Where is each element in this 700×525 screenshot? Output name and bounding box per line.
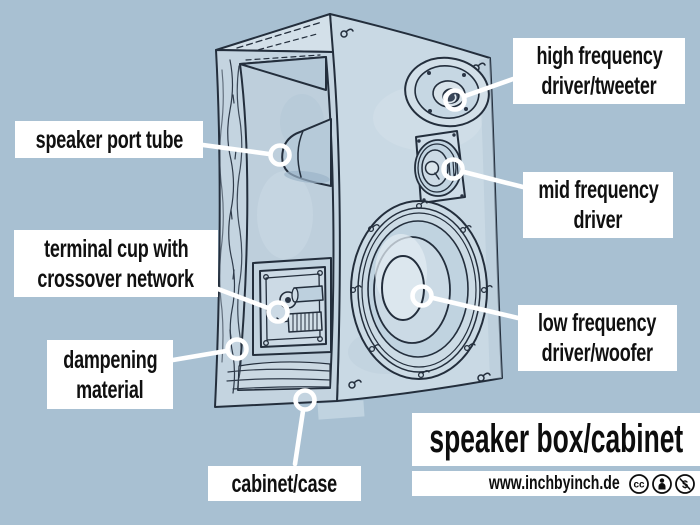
leader-ring-terminal-cup [266, 300, 290, 324]
diagram-title: speaker box/cabinet [412, 413, 700, 466]
label-mid-frequency-driver: mid frequency driver [523, 172, 673, 238]
label-terminal-cup: terminal cup with crossover network [14, 230, 218, 297]
label-text: high frequency [536, 42, 662, 70]
leader-ring-port-tube [268, 143, 292, 167]
label-dampening-material: dampening material [47, 340, 173, 409]
leader-ring-cabinet [293, 388, 317, 412]
dampening-material-drawing [219, 59, 331, 394]
by-body [658, 482, 666, 489]
panel-screws [340, 28, 491, 389]
label-cabinet-case: cabinet/case [208, 466, 361, 501]
label-text: terminal cup with [43, 234, 189, 263]
ground-shadow [317, 400, 365, 420]
leader-lines [170, 76, 526, 467]
cc-icon [629, 473, 649, 494]
leader-ring-woofer [410, 284, 434, 308]
label-low-frequency-driver: low frequency driver/woofer [518, 305, 677, 371]
label-text: low frequency [538, 309, 657, 337]
label-text: driver/woofer [541, 339, 654, 367]
title-text: speaker box/cabinet [429, 417, 683, 461]
leader-port-tube [200, 142, 272, 157]
website-url: www.inchbyinch.de [489, 472, 620, 494]
mid-driver-drawing [414, 130, 466, 204]
leader-ring-dampening [225, 337, 249, 361]
label-text: mid frequency [537, 176, 659, 204]
leader-ring-mid-driver [441, 157, 465, 181]
license-icons: cc $ [629, 473, 695, 494]
leader-tweeter [462, 76, 516, 99]
leader-dampening [170, 348, 229, 363]
by-icon [652, 473, 672, 494]
footer-bar: www.inchbyinch.de cc $ [412, 471, 700, 496]
leader-woofer [430, 295, 521, 321]
label-text: dampening [62, 345, 158, 374]
label-text: cabinet/case [231, 469, 338, 498]
label-text: speaker port tube [35, 125, 183, 154]
label-text: crossover network [37, 264, 195, 293]
leader-cabinet [292, 408, 306, 467]
leader-terminal-cup [215, 286, 271, 311]
label-high-frequency-driver: high frequency driver/tweeter [513, 38, 685, 104]
nc-icon [675, 473, 695, 494]
terminal-cup-drawing [252, 257, 332, 356]
nc-slash [679, 477, 691, 490]
port-tube-drawing [281, 118, 332, 187]
by-head [659, 477, 665, 483]
leader-mid-driver [461, 169, 526, 190]
label-text: driver/tweeter [541, 72, 657, 100]
cc-glyph: cc [633, 479, 645, 490]
label-text: driver [573, 206, 623, 234]
leader-ring-tweeter [443, 88, 467, 112]
label-speaker-port-tube: speaker port tube [15, 121, 203, 158]
label-text: material [76, 375, 144, 404]
